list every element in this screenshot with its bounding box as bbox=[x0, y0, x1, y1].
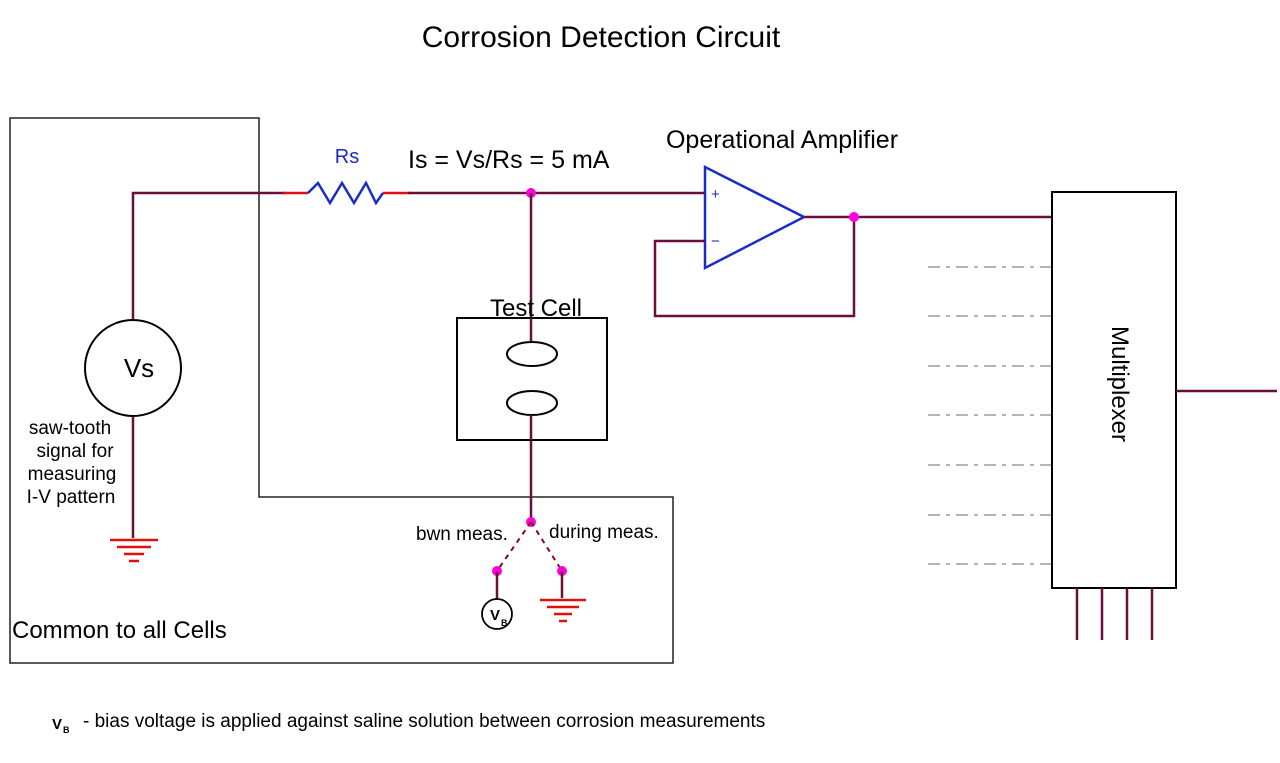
test-cell-electrode-top bbox=[506, 341, 558, 367]
diagram-title: Corrosion Detection Circuit bbox=[422, 21, 781, 54]
wire-source-top bbox=[131, 191, 285, 322]
common-cells-boundary bbox=[9, 117, 674, 664]
bias-symbol-main: V bbox=[490, 607, 500, 624]
op-amp-plus: + bbox=[711, 186, 720, 203]
wire-feedback bbox=[653, 217, 856, 318]
node-opamp-output bbox=[849, 212, 859, 222]
switch-label-during: during meas. bbox=[549, 522, 659, 543]
test-cell-electrode-bottom bbox=[506, 390, 558, 416]
source-note-line-3: measuring bbox=[28, 464, 117, 485]
source-note: saw-tooth signal for measuring I-V patte… bbox=[27, 418, 117, 508]
footnote-symbol-sub: B bbox=[63, 725, 70, 735]
voltage-source-label: Vs bbox=[124, 353, 154, 383]
footnote-text: - bias voltage is applied against saline… bbox=[83, 711, 765, 732]
multiplexer-box bbox=[1051, 191, 1177, 589]
op-amp-minus: − bbox=[711, 233, 720, 250]
current-equation: Is = Vs/Rs = 5 mA bbox=[408, 146, 610, 174]
source-note-line-4: I-V pattern bbox=[27, 487, 116, 508]
ground-symbol-switch bbox=[540, 598, 586, 623]
ground-symbol-source bbox=[110, 538, 158, 563]
voltage-source bbox=[84, 319, 182, 417]
op-amp-label: Operational Amplifier bbox=[666, 126, 898, 154]
bias-voltage-symbol bbox=[481, 598, 513, 630]
source-note-line-1: saw-tooth bbox=[29, 418, 111, 439]
bias-symbol-sub: B bbox=[501, 618, 508, 628]
test-cell-label: Test Cell bbox=[490, 295, 582, 322]
footnote-symbol-main: V bbox=[52, 716, 62, 733]
op-amp-triangle bbox=[703, 164, 807, 271]
multiplexer-inputs bbox=[928, 266, 1052, 565]
multiplexer-control-lines bbox=[1075, 588, 1154, 640]
multiplexer-label: Multiplexer bbox=[1106, 326, 1133, 442]
resistor-rs bbox=[307, 180, 385, 206]
resistor-label: Rs bbox=[335, 146, 359, 168]
switch-label-between: bwn meas. bbox=[416, 524, 508, 545]
common-cells-label: Common to all Cells bbox=[12, 617, 227, 644]
source-note-line-2: signal for bbox=[36, 441, 114, 462]
